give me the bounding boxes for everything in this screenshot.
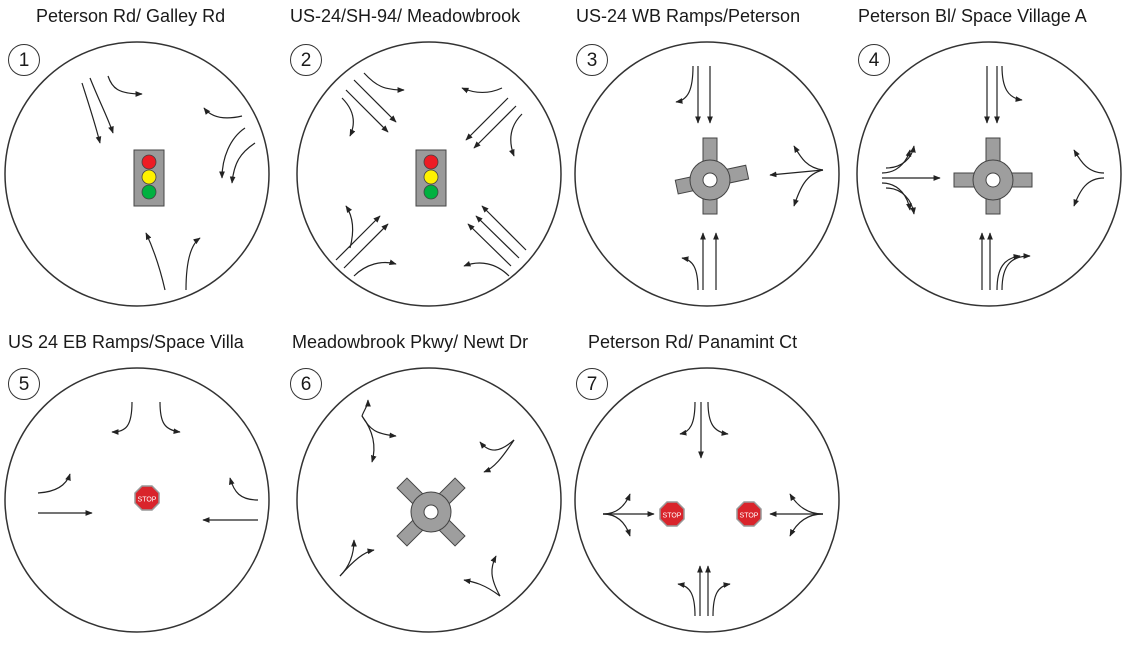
panel-number-badge: 2 (290, 44, 322, 76)
movement-arrows (339, 399, 515, 597)
panel-number-badge: 7 (576, 368, 608, 400)
panel-number-badge: 4 (858, 44, 890, 76)
panel-7: Peterson Rd/ Panamint Ct STOP STOP (568, 326, 853, 652)
stop-sign-icon: STOP (736, 501, 762, 527)
panel-4: Peterson Bl/ Space Village A (852, 0, 1137, 326)
intersection-circle (574, 367, 840, 633)
panel-number-badge: 3 (576, 44, 608, 76)
intersection-diagram (296, 367, 562, 633)
panel-title: US-24/SH-94/ Meadowbrook (290, 6, 521, 26)
panel-title: Peterson Bl/ Space Village A (858, 6, 1087, 26)
stop-sign-icon: STOP (134, 485, 160, 511)
stop-sign-label: STOP (138, 497, 157, 504)
intersection-diagram (856, 41, 1122, 307)
panel-title: US-24 WB Ramps/Peterson (576, 6, 801, 26)
intersection-diagram (574, 41, 840, 307)
roundabout-icon (396, 477, 466, 547)
movement-arrows (335, 72, 527, 277)
intersection-diagram (296, 41, 562, 307)
roundabout-icon (674, 137, 750, 215)
panel-title: US 24 EB Ramps/Space Villa (8, 332, 244, 352)
movement-arrows (37, 401, 259, 523)
movement-arrows (602, 401, 824, 617)
panel-number-badge: 1 (8, 44, 40, 76)
panel-3: US-24 WB Ramps/Peterson 3 (568, 0, 853, 326)
intersection-diagram: STOP STOP (574, 367, 840, 633)
panel-5: US 24 EB Ramps/Space Villa STOP 5 (0, 326, 285, 652)
traffic-signal-icon (415, 149, 447, 207)
movement-arrows (881, 65, 1105, 291)
panel-title: Meadowbrook Pkwy/ Newt Dr (292, 332, 529, 352)
traffic-signal-icon (133, 149, 165, 207)
roundabout-icon (953, 137, 1033, 215)
stop-sign-icon: STOP (659, 501, 685, 527)
movement-arrows (81, 75, 256, 291)
panel-1: Peterson Rd/ Galley Rd 1 (0, 0, 285, 326)
movement-arrows (675, 65, 824, 291)
intersection-diagram: STOP (4, 367, 270, 633)
panel-number-badge: 6 (290, 368, 322, 400)
panel-6: Meadowbrook Pkwy/ Newt Dr (284, 326, 569, 652)
stop-sign-label: STOP (663, 513, 682, 520)
panel-number-badge: 5 (8, 368, 40, 400)
panel-title: Peterson Rd/ Galley Rd (36, 6, 226, 26)
panel-title: Peterson Rd/ Panamint Ct (588, 332, 798, 352)
panel-2: US-24/SH-94/ Meadowbrook (284, 0, 569, 326)
stop-sign-label: STOP (740, 513, 759, 520)
intersection-diagram (4, 41, 270, 307)
